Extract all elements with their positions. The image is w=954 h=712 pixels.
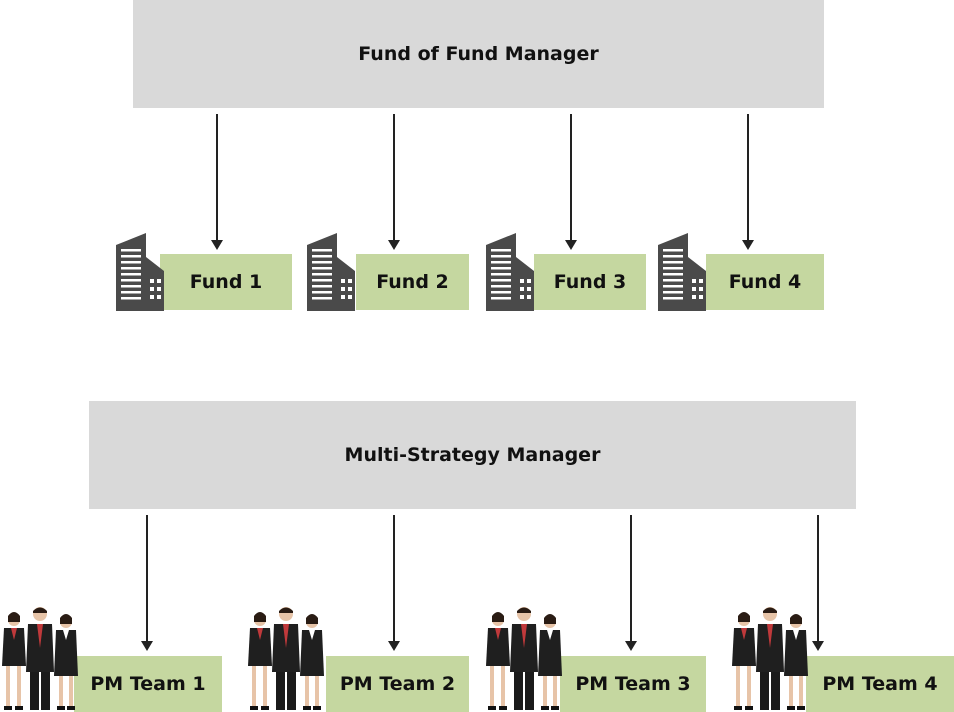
fund-label: Fund 1 [190, 271, 263, 293]
pm-team-label: PM Team 4 [822, 673, 937, 695]
multi-strategy-manager-label: Multi-Strategy Manager [345, 444, 601, 466]
arrow-to-pm-team-4 [817, 515, 819, 649]
arrow-to-pm-team-2 [393, 515, 395, 649]
arrow-to-fund-3 [570, 114, 572, 248]
building-icon [486, 233, 536, 311]
pm-team-label: PM Team 3 [575, 673, 690, 695]
building-icon [307, 233, 357, 311]
arrow-to-fund-2 [393, 114, 395, 248]
people-icon [730, 604, 814, 712]
fund-of-fund-manager-label: Fund of Fund Manager [358, 43, 598, 65]
pm-team-label: PM Team 1 [90, 673, 205, 695]
building-icon [658, 233, 708, 311]
pm-team-box: PM Team 2 [326, 656, 469, 712]
pm-team-label: PM Team 2 [340, 673, 455, 695]
arrow-to-pm-team-3 [630, 515, 632, 649]
fund-box: Fund 1 [160, 254, 292, 310]
fund-box: Fund 2 [356, 254, 469, 310]
pm-team-box: PM Team 3 [560, 656, 706, 712]
pm-team-box: PM Team 1 [74, 656, 222, 712]
arrow-to-fund-4 [747, 114, 749, 248]
fund-box: Fund 4 [706, 254, 824, 310]
fund-box: Fund 3 [534, 254, 646, 310]
fund-of-fund-manager-box: Fund of Fund Manager [133, 0, 824, 108]
building-icon [116, 233, 166, 311]
people-icon [246, 604, 330, 712]
fund-label: Fund 2 [376, 271, 449, 293]
fund-label: Fund 4 [729, 271, 802, 293]
multi-strategy-manager-box: Multi-Strategy Manager [89, 401, 856, 509]
pm-team-box: PM Team 4 [806, 656, 954, 712]
arrow-to-pm-team-1 [146, 515, 148, 649]
arrow-to-fund-1 [216, 114, 218, 248]
people-icon [0, 604, 84, 712]
people-icon [484, 604, 568, 712]
fund-label: Fund 3 [554, 271, 627, 293]
